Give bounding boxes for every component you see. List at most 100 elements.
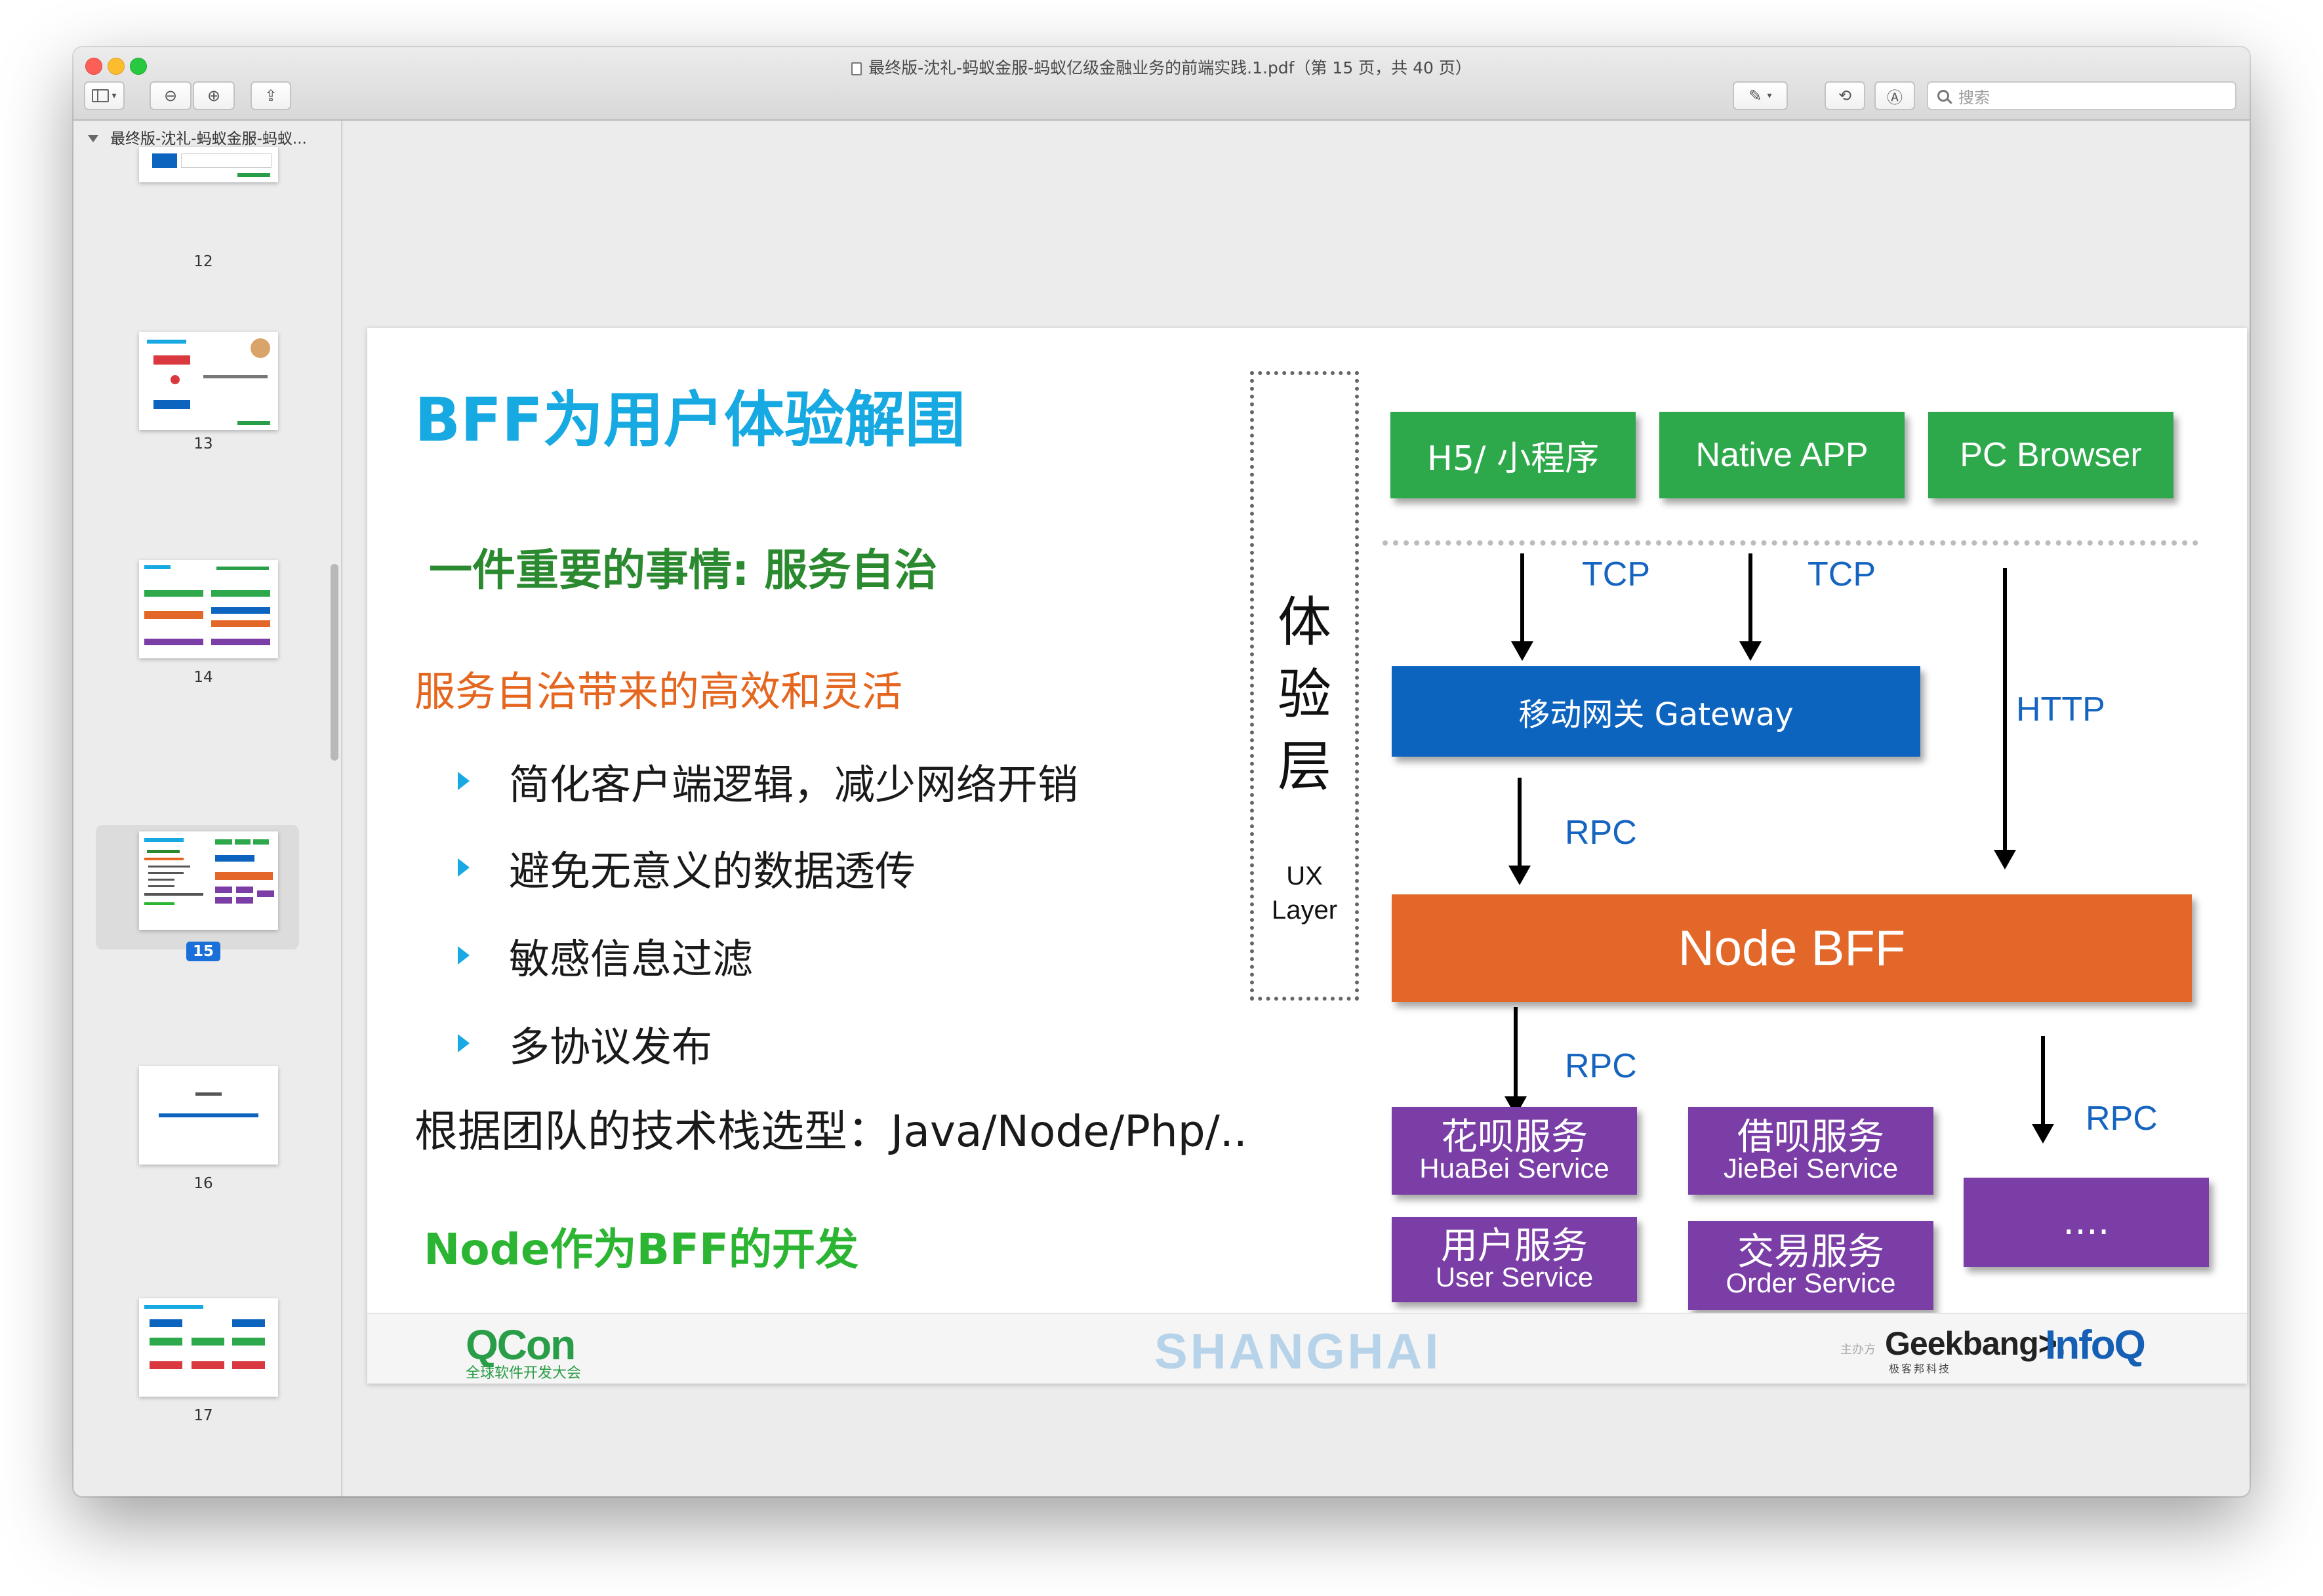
service-more-box: .... [1964,1178,2209,1267]
node-bff-dev-text: Node作为BFF的开发 [424,1224,859,1275]
bullet-arrow-icon [458,946,470,965]
slide-footer: QCon 全球软件开发大会 SHANGHAI 主办方 Geekbang>. 极客… [367,1313,2247,1384]
search-placeholder: 搜索 [1958,88,1990,107]
thumbnail-image [139,1066,278,1165]
document-icon [851,62,862,75]
bullet-text: 敏感信息过滤 [509,935,754,983]
preview-window: 最终版-沈礼-蚂蚁金服-蚂蚁亿级金融业务的前端实践.1.pdf（第 15 页，共… [73,47,2250,1496]
service-name-cn: 借呗服务 [1737,1116,1884,1159]
client-h5-box: H5/ 小程序 [1390,412,1636,498]
window-title: 最终版-沈礼-蚂蚁金服-蚂蚁亿级金融业务的前端实践.1.pdf（第 15 页，共… [73,55,2250,79]
sidebar-scrollbar[interactable] [331,564,338,761]
zoom-button[interactable] [130,58,147,75]
ux-layer-char: 层 [1277,736,1331,798]
disclosure-triangle-icon[interactable] [88,135,98,142]
layer-divider [1383,540,2198,546]
arrow-down-icon [2032,1036,2054,1144]
service-user-box: 用户服务 User Service [1392,1217,1637,1302]
chevron-down-icon: ▾ [111,90,117,101]
window-title-text: 最终版-沈礼-蚂蚁金服-蚂蚁亿级金融业务的前端实践.1.pdf（第 15 页，共… [868,58,1472,77]
sidebar-icon [92,89,110,102]
tech-stack-text: 根据团队的技术栈选型：Java/Node/Php/.. [414,1106,1247,1157]
arrow-down-icon [1505,1007,1527,1116]
client-native-app-box: Native APP [1659,412,1905,498]
search-field[interactable]: 搜索 [1927,81,2236,110]
ux-layer-char: 验 [1277,664,1331,726]
service-name-en: User Service [1435,1261,1594,1292]
geekbang-logo: Geekbang>. [1885,1325,2066,1362]
protocol-label: TCP [1808,555,1876,593]
thumbnail-image [139,1298,278,1397]
arrow-down-icon [1994,568,2016,869]
arrow-down-icon [1739,553,1762,661]
annotate-icon: Ⓐ [1887,88,1903,107]
bullet-item: 多协议发布 [458,1014,712,1073]
protocol-label: HTTP [2016,690,2105,728]
zoom-in-button[interactable]: ⊕ [193,81,235,110]
sidebar-document-name: 最终版-沈礼-蚂蚁金服-蚂蚁... [110,130,307,148]
geekbang-subtitle: 极客邦科技 [1889,1363,1952,1375]
rotate-button[interactable]: ⟲ [1825,81,1865,110]
service-huabei-box: 花呗服务 HuaBei Service [1392,1107,1637,1195]
service-name-en: HuaBei Service [1419,1152,1609,1184]
title-bar[interactable]: 最终版-沈礼-蚂蚁金服-蚂蚁亿级金融业务的前端实践.1.pdf（第 15 页，共… [73,47,2250,121]
zoom-out-icon: ⊖ [163,87,178,105]
service-jiebei-box: 借呗服务 JieBei Service [1688,1107,1933,1195]
bullet-arrow-icon [458,858,470,877]
share-button[interactable]: ⇪ [251,81,291,110]
zoom-out-button[interactable]: ⊖ [150,81,192,110]
thumbnail-sidebar[interactable]: 最终版-沈礼-蚂蚁金服-蚂蚁... 12 13 [73,121,342,1496]
bullet-arrow-icon [458,772,470,790]
slide-subtitle: 一件重要的事情: 服务自治 [429,545,938,595]
client-pc-browser-box: PC Browser [1928,412,2173,498]
page-number-label: 12 [193,253,213,270]
protocol-label: TCP [1582,555,1650,593]
sidebar-document-header[interactable]: 最终版-沈礼-蚂蚁金服-蚂蚁... [73,121,341,148]
search-icon [1937,90,1949,102]
gateway-box: 移动网关 Gateway [1392,666,1920,757]
service-name-cn: .... [2063,1201,2110,1244]
protocol-label: RPC [2086,1100,2158,1138]
service-name-cn: 交易服务 [1737,1231,1884,1274]
city-watermark: SHANGHAI [1154,1324,1442,1380]
chevron-down-icon: ▾ [1767,90,1772,101]
page-number-badge: 15 [186,942,220,961]
bullet-item: 敏感信息过滤 [458,926,753,985]
page-number-label: 16 [193,1175,213,1192]
bullet-text: 避免无意义的数据透传 [509,847,916,895]
protocol-label: RPC [1565,814,1637,852]
page-number-label: 14 [193,669,213,686]
thumbnail-image [139,147,278,182]
page-number-label: 17 [193,1407,213,1424]
ux-layer-en: Layer [1271,896,1338,925]
infoq-logo: InfoQ [2045,1323,2146,1368]
service-name-en: Order Service [1726,1267,1896,1298]
ux-layer-box: 体 验 层 UX Layer [1250,371,1359,1001]
ux-layer-char: 体 [1277,591,1331,654]
sidebar-toggle-button[interactable]: ▾ [84,81,125,110]
rotate-icon: ⟲ [1838,87,1852,105]
service-name-cn: 花呗服务 [1441,1116,1588,1159]
thumbnail-image [139,831,278,930]
service-name-cn: 用户服务 [1441,1225,1588,1268]
document-view[interactable]: BFF为用户体验解围 一件重要的事情: 服务自治 服务自治带来的高效和灵活 简化… [344,121,2250,1496]
bullet-text: 多协议发布 [509,1023,713,1071]
close-button[interactable] [85,58,102,75]
annotate-button[interactable]: Ⓐ [1874,81,1915,110]
zoom-in-icon: ⊕ [207,87,221,105]
qcon-subtitle: 全球软件开发大会 [466,1365,582,1382]
thumbnail-image [139,332,278,430]
bullet-item: 避免无意义的数据透传 [458,838,916,897]
service-name-en: JieBei Service [1723,1152,1899,1184]
arrow-down-icon [1508,778,1531,885]
bullet-text: 简化客户端逻辑，减少网络开销 [509,761,1079,808]
node-bff-box: Node BFF [1392,894,2192,1002]
minimize-button[interactable] [108,58,125,75]
sponsor-label: 主办方 [1840,1343,1876,1357]
protocol-label: RPC [1565,1047,1637,1085]
markup-button[interactable]: ✎▾ [1733,81,1788,110]
share-icon: ⇪ [264,87,278,105]
qcon-logo: QCon [466,1321,576,1368]
bullet-item: 简化客户端逻辑，减少网络开销 [458,751,1078,810]
pen-icon: ✎ [1748,87,1762,105]
